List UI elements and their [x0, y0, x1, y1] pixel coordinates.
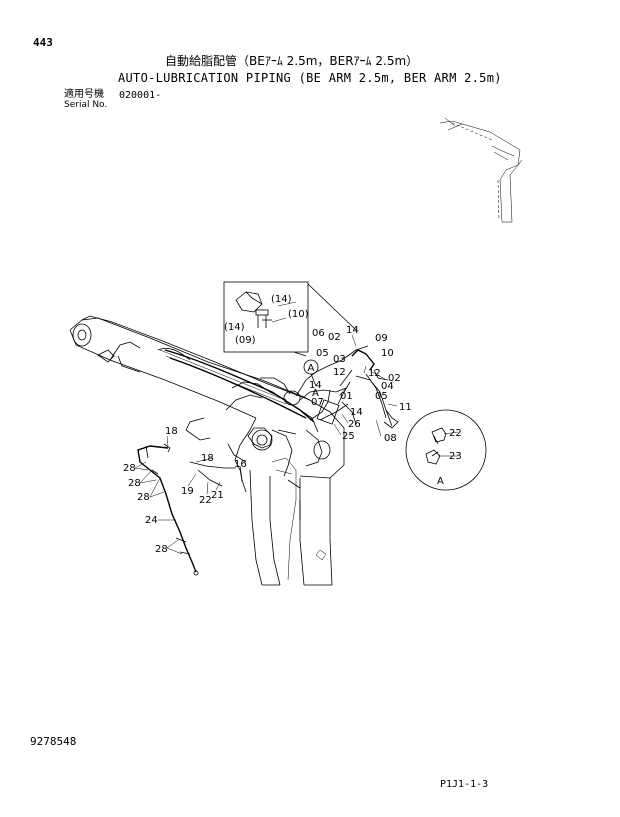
callout-label: (14) — [224, 322, 245, 333]
callout-label: 28 — [155, 544, 168, 555]
callout-label: 14 — [309, 380, 322, 391]
callout-label: 28 — [123, 463, 136, 474]
callout-label: 18 — [201, 453, 214, 464]
callout-label: 22 — [449, 428, 462, 439]
callout-label: 05 — [375, 391, 388, 402]
page-reference: P1J1-1-3 — [440, 779, 489, 790]
callout-label: 09 — [375, 333, 388, 344]
detail-view-a — [405, 409, 487, 491]
callout-label: 26 — [348, 419, 361, 430]
callout-label: 01 — [340, 391, 353, 402]
callout-label: 28 — [128, 478, 141, 489]
serial-value: 020001- — [119, 90, 162, 101]
page-number: 443 — [33, 36, 53, 49]
callout-label: 02 — [388, 373, 401, 384]
left-hose-assembly — [137, 443, 199, 576]
callout-label: 08 — [384, 433, 397, 444]
arm-thumbnail — [439, 117, 523, 223]
callout-label: 21 — [211, 490, 224, 501]
callout-label: 14 — [350, 407, 363, 418]
callout-label: (14) — [271, 294, 292, 305]
callout-label: 07 — [311, 397, 324, 408]
callout-label: 28 — [137, 492, 150, 503]
inset-leaders — [293, 283, 357, 357]
title-english: AUTO-LUBRICATION PIPING (BE ARM 2.5m, BE… — [118, 71, 502, 85]
callout-label: 25 — [342, 431, 355, 442]
boom-structure — [69, 315, 345, 586]
callout-label: 24 — [145, 515, 158, 526]
title-japanese: 自動給脂配管（BEｱｰﾑ 2.5m，BERｱｰﾑ 2.5m） — [165, 54, 419, 68]
callout-labels: (14) (14) (10) (09) 14 06 02 09 05 10 03… — [123, 294, 462, 555]
cylinder-pipe-bundle — [316, 349, 399, 429]
callout-label: 04 — [381, 381, 394, 392]
callout-label: 02 — [328, 332, 341, 343]
callout-label: 05 — [316, 348, 329, 359]
view-letter: A — [312, 388, 319, 399]
callout-label: (09) — [235, 335, 256, 346]
callout-label: 19 — [181, 486, 194, 497]
callout-label: 22 — [199, 495, 212, 506]
detail-inset — [223, 281, 309, 353]
callout-label: 10 — [381, 348, 394, 359]
view-marker-a: A — [303, 359, 319, 387]
callout-label: (10) — [288, 309, 309, 320]
callout-label: 18 — [165, 426, 178, 437]
callout-label: 03 — [333, 354, 346, 365]
serial-label-japanese: 適用号機 — [64, 89, 104, 100]
callout-label: 14 — [346, 325, 359, 336]
callout-label: 12 — [333, 367, 346, 378]
leader-lines — [134, 334, 398, 555]
piping-lines — [157, 345, 369, 493]
callout-label: 23 — [449, 451, 462, 462]
serial-label-english: Serial No. — [64, 100, 108, 110]
document-number: 9278548 — [30, 735, 77, 748]
callout-label: 11 — [399, 402, 412, 413]
callout-label: 06 — [312, 328, 325, 339]
view-letter: A — [437, 476, 444, 487]
view-letter: A — [308, 363, 315, 374]
callout-label: 16 — [234, 459, 247, 470]
